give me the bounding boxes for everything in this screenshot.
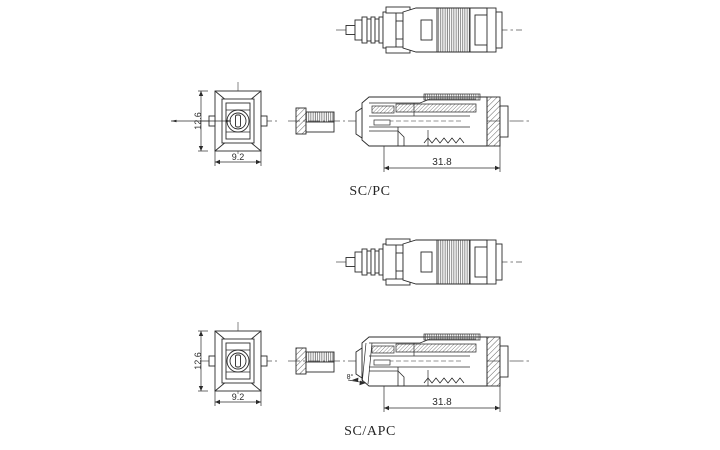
sc-pc-front-view [171,82,278,166]
dimension-width-9-2 [214,391,262,406]
figure-caption-sc-pc: SC/PC [349,184,391,199]
figure-sc-apc [198,238,530,412]
angle-text-8-deg: 8° [347,373,354,381]
dimension-height-12-6 [198,330,208,392]
dimension-length-31-8 [383,137,501,172]
dimension-width-9-2 [214,151,262,166]
figure-caption-sc-apc: SC/APC [344,424,396,439]
dimension-text-31-8-top: 31.8 [432,157,452,168]
sc-pc-ferrule-part-view [288,107,352,135]
sc-apc-front-view [198,322,278,406]
dimension-text-9-2-top: 9.2 [232,152,245,162]
angle-annotation-8-deg [347,342,373,386]
dimension-text-12-6-top: 12.6 [193,112,203,130]
sc-apc-top-assembly-view [336,238,522,286]
dimension-text-31-8-bottom: 31.8 [432,397,452,408]
sc-apc-section-view [347,333,530,412]
figure-sc-pc [171,6,530,172]
sc-apc-ferrule-part-view [288,347,352,375]
dimension-height-12-6 [171,90,231,152]
crimp-detail [423,377,465,384]
dimension-length-31-8 [383,377,501,412]
crimp-detail [423,137,465,144]
dimension-text-12-6-bottom: 12.6 [193,352,203,370]
sc-pc-section-view [352,93,530,172]
sc-pc-top-assembly-view [336,6,522,54]
dimension-text-9-2-bottom: 9.2 [232,392,245,402]
